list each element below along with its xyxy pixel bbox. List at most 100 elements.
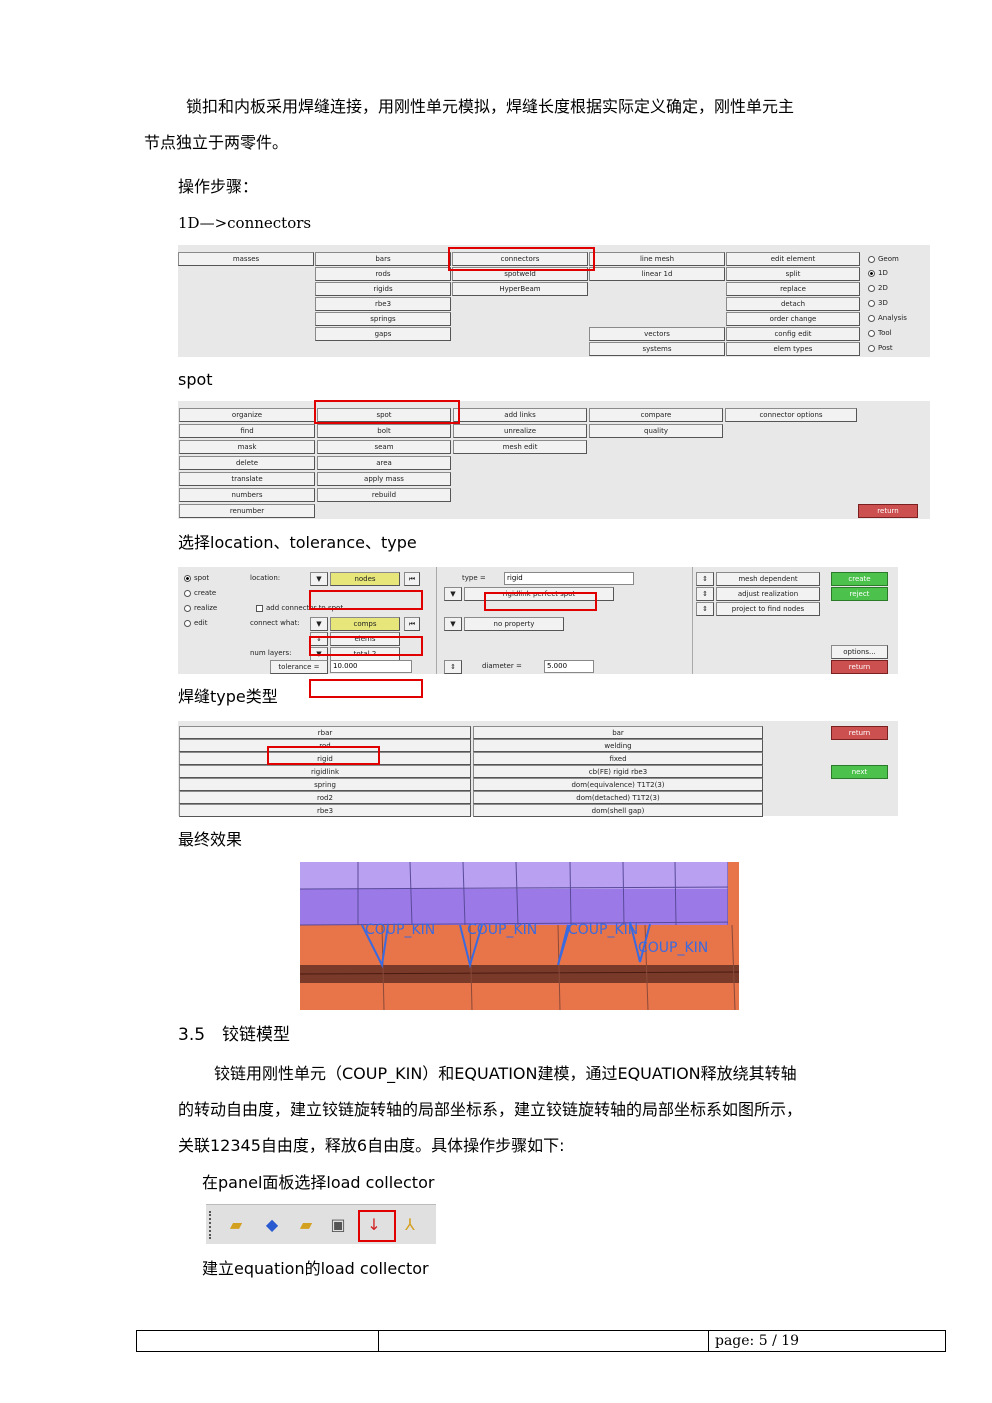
rbar-button[interactable]: rbar	[179, 726, 471, 739]
project-nodes-button[interactable]: project to find nodes	[716, 602, 820, 616]
dom-equivalence-button[interactable]: dom(equivalence) T1T2(3)	[473, 778, 763, 791]
rigids-button[interactable]: rigids	[315, 282, 451, 296]
reset-icon[interactable]: ⏮	[404, 617, 420, 631]
mesh-edit-button[interactable]: mesh edit	[453, 440, 587, 454]
radio-3d[interactable]: 3D	[868, 297, 888, 309]
next-button[interactable]: next	[831, 765, 888, 779]
bars-button[interactable]: bars	[315, 252, 451, 266]
return-button[interactable]: return	[858, 504, 918, 518]
mesh-dependent-button[interactable]: mesh dependent	[716, 572, 820, 586]
add-connector-checkbox[interactable]: add connector to spot	[256, 602, 343, 614]
property-collector-icon[interactable]: ◆	[265, 1215, 279, 1234]
add-links-button[interactable]: add links	[453, 408, 587, 422]
welding-button[interactable]: welding	[473, 739, 763, 752]
assembly-collector-icon[interactable]: ▣	[330, 1215, 346, 1234]
location-dropdown-icon[interactable]: ▼	[310, 572, 328, 586]
compare-button[interactable]: compare	[589, 408, 723, 422]
radio-realize[interactable]: realize	[184, 602, 217, 614]
order-change-button[interactable]: order change	[726, 312, 860, 326]
config-edit-button[interactable]: config edit	[726, 327, 860, 341]
split-button[interactable]: split	[726, 267, 860, 281]
hyperbeam-button[interactable]: HyperBeam	[452, 282, 588, 296]
diameter-input[interactable]: 5.000	[544, 660, 594, 673]
system-collector-icon[interactable]: ⅄	[405, 1215, 415, 1234]
connector-options-button[interactable]: connector options	[725, 408, 857, 422]
rods-button[interactable]: rods	[315, 267, 451, 281]
area-button[interactable]: area	[317, 456, 451, 470]
find-button[interactable]: find	[179, 424, 315, 438]
material-collector-icon[interactable]: ▰	[299, 1215, 313, 1234]
component-collector-icon[interactable]: ▰	[229, 1215, 243, 1234]
gaps-button[interactable]: gaps	[315, 327, 451, 341]
type-dropdown-icon[interactable]: ▼	[444, 587, 462, 601]
elems-button[interactable]: elems	[330, 632, 400, 646]
bolt-button[interactable]: bolt	[317, 424, 451, 438]
type-input[interactable]: rigid	[504, 572, 634, 585]
radio-spot[interactable]: spot	[184, 572, 209, 584]
renumber-button[interactable]: renumber	[179, 504, 315, 518]
translate-button[interactable]: translate	[179, 472, 315, 486]
options-button[interactable]: options...	[831, 645, 888, 659]
radio-1d[interactable]: 1D	[868, 267, 888, 279]
dom-detached-button[interactable]: dom(detached) T1T2(3)	[473, 791, 763, 804]
rod2-button[interactable]: rod2	[179, 791, 471, 804]
radio-2d[interactable]: 2D	[868, 282, 888, 294]
connect-dropdown-icon[interactable]: ▼	[310, 617, 328, 631]
rbe3-button[interactable]: rbe3	[179, 804, 471, 817]
radio-geom[interactable]: Geom	[868, 253, 899, 265]
connectors-button[interactable]: connectors	[452, 252, 588, 266]
tolerance-input[interactable]: 10.000	[330, 660, 412, 673]
rbe3-button[interactable]: rbe3	[315, 297, 451, 311]
adjust-realization-button[interactable]: adjust realization	[716, 587, 820, 601]
connect-selector[interactable]: comps	[330, 617, 400, 631]
vectors-button[interactable]: vectors	[589, 327, 725, 341]
systems-button[interactable]: systems	[589, 342, 725, 356]
property-dropdown-icon[interactable]: ▼	[444, 617, 462, 631]
elem-types-button[interactable]: elem types	[726, 342, 860, 356]
return-button[interactable]: return	[831, 726, 888, 740]
radio-edit[interactable]: edit	[184, 617, 207, 629]
no-property-button[interactable]: no property	[464, 617, 564, 631]
fixed-button[interactable]: fixed	[473, 752, 763, 765]
adjust-toggle-icon[interactable]: ⇕	[696, 587, 714, 601]
rebuild-button[interactable]: rebuild	[317, 488, 451, 502]
footer-table: page: 5 / 19	[136, 1330, 946, 1352]
diameter-toggle-icon[interactable]: ⇕	[444, 660, 462, 674]
return-button[interactable]: return	[831, 660, 888, 674]
cb-rigid-button[interactable]: cb(FE) rigid rbe3	[473, 765, 763, 778]
mesh-dependent-toggle-icon[interactable]: ⇕	[696, 572, 714, 586]
radio-create[interactable]: create	[184, 587, 216, 599]
project-toggle-icon[interactable]: ⇕	[696, 602, 714, 616]
linear-1d-button[interactable]: linear 1d	[589, 267, 725, 281]
radio-analysis[interactable]: Analysis	[868, 312, 907, 324]
organize-button[interactable]: organize	[179, 408, 315, 422]
mask-button[interactable]: mask	[179, 440, 315, 454]
paragraph-line: 铰链用刚性单元（COUP_KIN）和EQUATION建模，通过EQUATION释…	[214, 1064, 797, 1083]
springs-button[interactable]: springs	[315, 312, 451, 326]
bar-button[interactable]: bar	[473, 726, 763, 739]
load-collector-icon[interactable]: ↓	[367, 1215, 381, 1234]
seam-button[interactable]: seam	[317, 440, 451, 454]
numbers-button[interactable]: numbers	[179, 488, 315, 502]
spring-button[interactable]: spring	[179, 778, 471, 791]
tolerance-button[interactable]: tolerance =	[270, 660, 328, 674]
dom-shell-gap-button[interactable]: dom(shell gap)	[473, 804, 763, 817]
edit-element-button[interactable]: edit element	[726, 252, 860, 266]
delete-button[interactable]: delete	[179, 456, 315, 470]
spot-button[interactable]: spot	[317, 408, 451, 422]
location-selector[interactable]: nodes	[330, 572, 400, 586]
masses-button[interactable]: masses	[178, 252, 314, 266]
apply-mass-button[interactable]: apply mass	[317, 472, 451, 486]
create-button[interactable]: create	[831, 572, 888, 586]
line-mesh-button[interactable]: line mesh	[589, 252, 725, 266]
rigidlink-button[interactable]: rigidlink	[179, 765, 471, 778]
quality-button[interactable]: quality	[589, 424, 723, 438]
radio-post[interactable]: Post	[868, 342, 893, 354]
replace-button[interactable]: replace	[726, 282, 860, 296]
reject-button[interactable]: reject	[831, 587, 888, 601]
unrealize-button[interactable]: unrealize	[453, 424, 587, 438]
type-sub-button[interactable]: rigidlink perfect spot	[464, 587, 614, 601]
reset-icon[interactable]: ⏮	[404, 572, 420, 586]
radio-tool[interactable]: Tool	[868, 327, 892, 339]
detach-button[interactable]: detach	[726, 297, 860, 311]
